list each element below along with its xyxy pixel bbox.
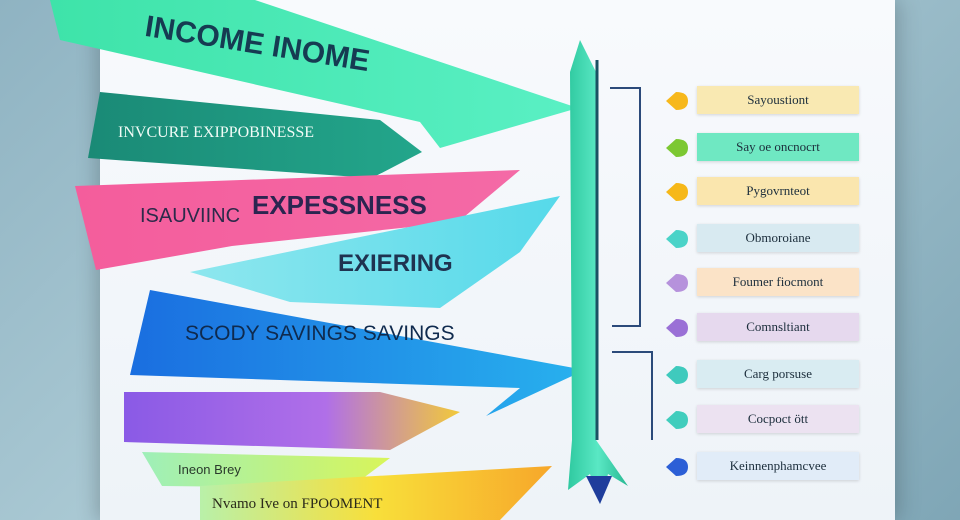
tag-label: Comnsltiant	[697, 313, 859, 341]
bottom-banner	[200, 466, 552, 520]
lower-bracket	[612, 351, 653, 440]
tag-label: Carg porsuse	[697, 360, 859, 388]
tag-pin-icon	[664, 272, 690, 294]
tag-pin-icon	[664, 364, 690, 386]
income-expenses-banner	[88, 92, 422, 178]
tag-label: Cocpoct ött	[697, 405, 859, 433]
tag-pin-icon	[664, 317, 690, 339]
pole-tip	[586, 476, 612, 504]
green-small-label: Ineon Brey	[178, 462, 241, 477]
expiring-banner	[190, 196, 560, 308]
bottom-label: Nvamo Ive on FPOOMENT	[212, 496, 383, 512]
expenses-banner	[75, 170, 520, 270]
tag-label: Foumer fiocmont	[697, 268, 859, 296]
income-banner	[50, 0, 578, 148]
expenses-small-label: ISAUVIINC	[140, 205, 241, 227]
purple-banner	[124, 392, 460, 450]
tag-label: Pygovrnteot	[697, 177, 859, 205]
tag-pin-icon	[664, 137, 690, 159]
tag-label: Sayoustiont	[697, 86, 859, 114]
tag-pin-icon	[664, 409, 690, 431]
income-expenses-label: INVCURE EXIPPOBINESSE	[118, 124, 315, 141]
tag-pin-icon	[664, 181, 690, 203]
expiring-label: EXIERING	[338, 250, 453, 277]
tag-label: Obmoroiane	[697, 224, 859, 252]
tag-label: Keinnenphamcvee	[697, 452, 859, 480]
tag-pin-icon	[664, 90, 690, 112]
upper-bracket	[610, 87, 641, 327]
central-pole	[568, 40, 628, 504]
savings-label: SCODY SAVINGS SAVINGS	[185, 322, 455, 345]
tag-pin-icon	[664, 456, 690, 478]
tag-label: Say oe oncnocrt	[697, 133, 859, 161]
expenses-big-label: EXPESSNESS	[252, 190, 427, 220]
tag-pin-icon	[664, 228, 690, 250]
savings-banner	[130, 290, 585, 416]
